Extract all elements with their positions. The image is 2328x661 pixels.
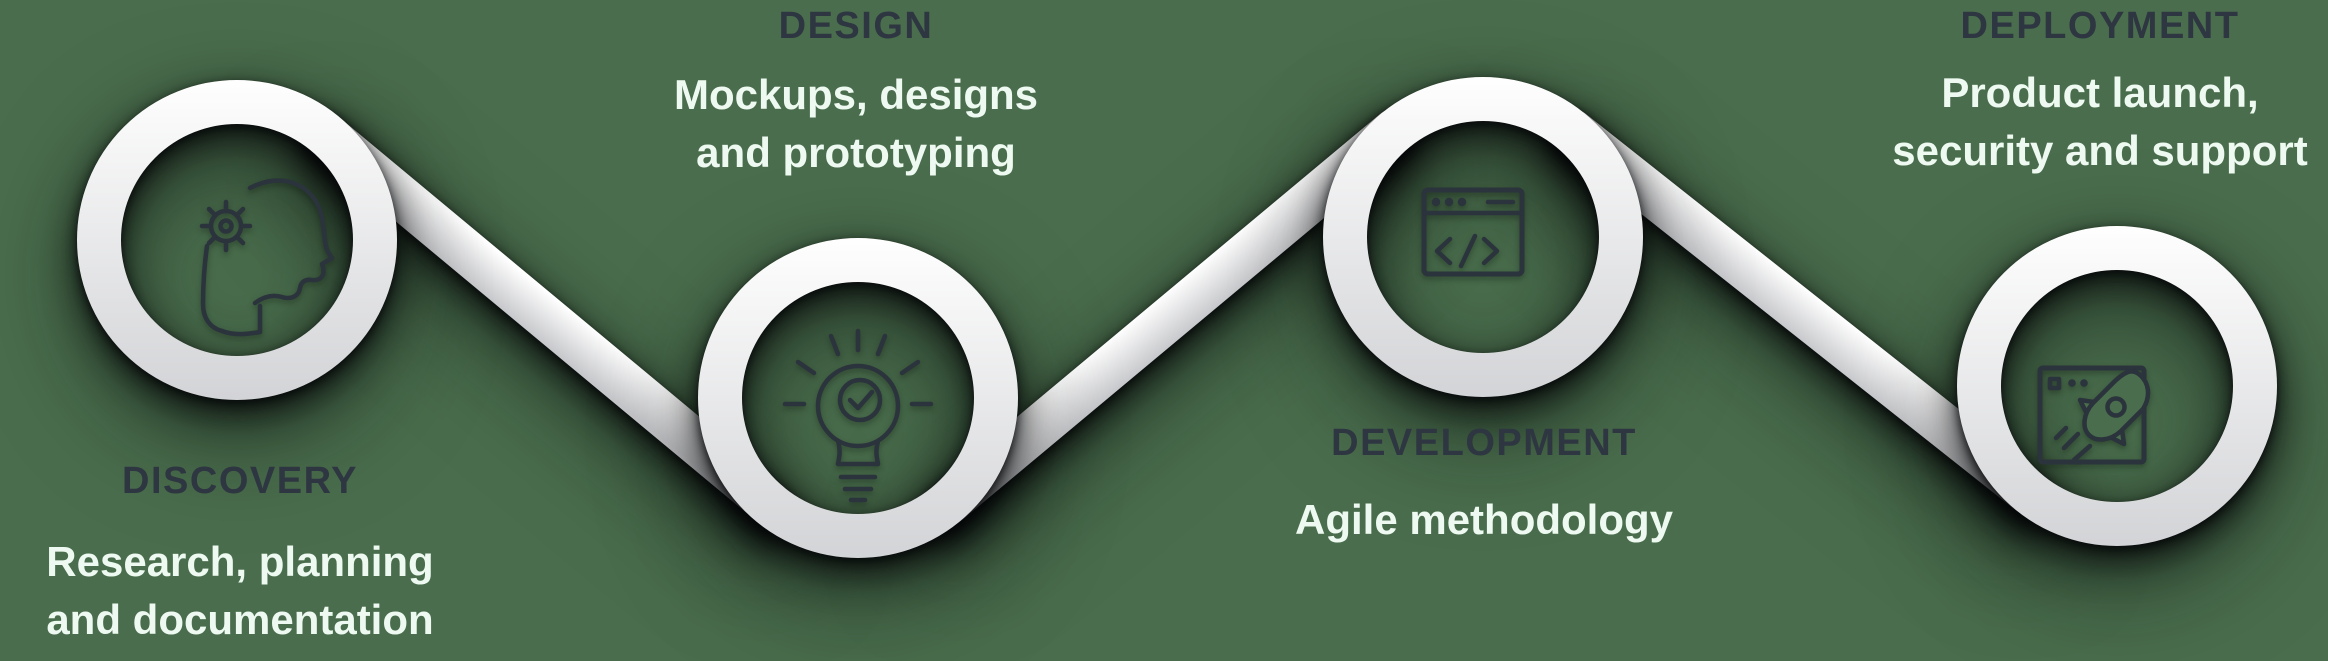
ribbon-segment-2 (925, 109, 1416, 526)
stage-description-design: Mockups, designs and prototyping (674, 66, 1038, 182)
browser-code-icon (1421, 187, 1525, 277)
stage-title-discovery: DISCOVERY (122, 460, 358, 502)
ribbon-segments (303, 109, 2050, 526)
stage-ring-discovery (77, 80, 397, 400)
ribbon-segment-1 (303, 112, 792, 526)
stage-title-deployment: DEPLOYMENT (1960, 5, 2240, 47)
stage-ring-design (698, 238, 1018, 558)
stage-ring-development (1323, 77, 1643, 397)
browser-rocket-icon (2037, 365, 2151, 465)
stage-description-line: Mockups, designs (673, 71, 1039, 118)
stage-title-design: DESIGN (778, 5, 934, 47)
head-gear-icon (199, 178, 335, 337)
stage-ring-deployment (1957, 226, 2277, 546)
stage-description-line: security and support (1892, 127, 2308, 174)
stage-description-line: Product launch, (1941, 69, 2259, 116)
stage-description-discovery: Research, planning and documentation (46, 533, 433, 649)
ribbon-loops (77, 77, 2277, 558)
stage-description-line: Agile methodology (1295, 496, 1673, 543)
lightbulb-check-icon (782, 328, 934, 503)
stage-description-line: and prototyping (696, 129, 1016, 176)
stage-icons (199, 178, 2151, 503)
stage-description-deployment: Product launch, security and support (1892, 64, 2307, 180)
stage-description-line: Research, planning (46, 538, 434, 585)
stage-description-line: and documentation (46, 596, 434, 643)
ribbon-segment-3 (1550, 109, 2050, 514)
stage-description-development: Agile methodology (1295, 491, 1673, 549)
stage-title-development: DEVELOPMENT (1331, 422, 1637, 464)
